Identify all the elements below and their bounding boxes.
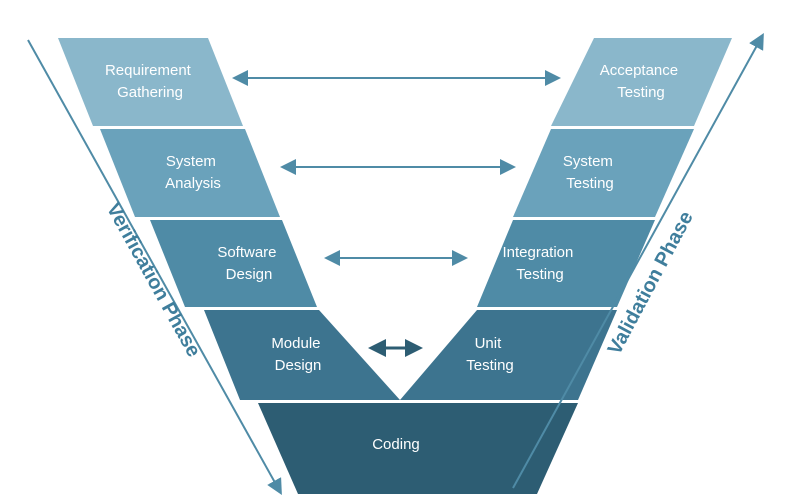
label-integration-testing: Integration Testing (502, 244, 577, 283)
label-unit-testing: Unit Testing (466, 335, 514, 374)
stage-requirement-gathering (58, 38, 243, 126)
stage-integration-testing (477, 220, 655, 307)
label-requirement-gathering: Requirement Gathering (105, 62, 195, 101)
stage-module-design (204, 310, 400, 400)
label-module-design: Module Design (271, 335, 324, 374)
stage-system-testing (513, 129, 694, 217)
label-acceptance-testing: Acceptance Testing (600, 62, 683, 101)
verification-phase-arrow (27, 39, 282, 495)
stage-system-analysis (100, 129, 280, 217)
label-coding: Coding (372, 436, 420, 453)
stage-unit-testing (400, 310, 617, 400)
label-software-design: Software Design (217, 244, 280, 283)
stage-coding (258, 403, 578, 494)
label-system-testing: System Testing (563, 153, 617, 192)
stage-acceptance-testing (551, 38, 732, 126)
validation-phase-arrow (512, 32, 764, 489)
label-system-analysis: System Analysis (165, 153, 221, 192)
stage-software-design (150, 220, 317, 307)
